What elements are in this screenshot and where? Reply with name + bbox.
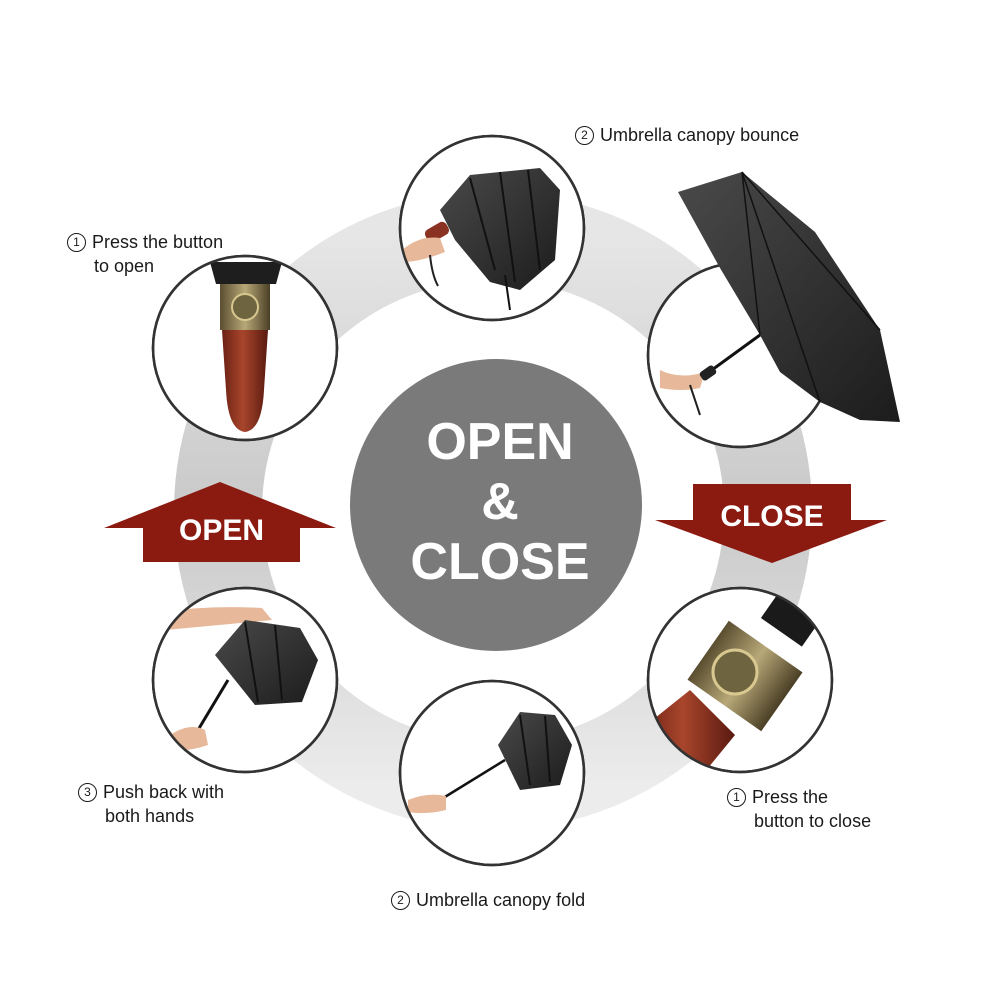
step-canopy-bounce-image — [398, 134, 586, 322]
step-number-badge: 3 — [78, 783, 97, 802]
center-title-open: OPEN — [426, 413, 574, 471]
caption-canopy-bounce: 2 Umbrella canopy bounce — [575, 123, 799, 147]
caption-press-close: 1 Press the button to close — [727, 785, 871, 833]
caption-press-open: 1 Press the button to open — [67, 230, 223, 278]
step-number-badge: 2 — [391, 891, 410, 910]
step-number-badge: 1 — [727, 788, 746, 807]
step-number-badge: 1 — [67, 233, 86, 252]
step-press-open-image — [151, 254, 339, 442]
caption-line-1: Push back with — [103, 782, 225, 802]
open-arrow — [104, 482, 336, 562]
center-title-close: CLOSE — [410, 533, 590, 591]
center-title: OPEN & CLOSE — [355, 412, 645, 592]
caption-line-2: button to close — [754, 811, 872, 831]
caption-line-2: to open — [94, 256, 155, 276]
caption-line-2: both hands — [105, 806, 195, 826]
caption-push-back: 3 Push back with both hands — [78, 780, 224, 828]
close-arrow — [655, 484, 887, 563]
step-canopy-fold-image — [398, 679, 586, 867]
center-disc — [350, 359, 642, 651]
close-arrow-label: CLOSE — [720, 500, 824, 533]
step-open-umbrella-image — [646, 171, 900, 449]
step-press-close-image — [646, 586, 834, 774]
step-number-badge: 2 — [575, 126, 594, 145]
caption-text: Umbrella canopy bounce — [600, 125, 800, 145]
center-title-ampersand: & — [481, 473, 519, 531]
caption-text: Umbrella canopy fold — [416, 890, 586, 910]
open-arrow-label: OPEN — [178, 514, 265, 547]
caption-canopy-fold: 2 Umbrella canopy fold — [391, 888, 585, 912]
caption-line-1: Press the button — [92, 232, 224, 252]
caption-line-1: Press the — [752, 787, 829, 807]
step-push-back-image — [151, 586, 339, 774]
